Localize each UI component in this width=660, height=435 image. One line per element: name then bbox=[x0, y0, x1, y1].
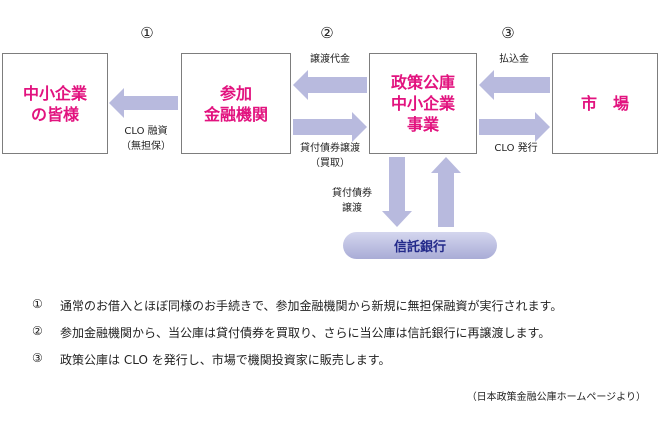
arrow-bank-to-jfc bbox=[293, 112, 367, 142]
label-payment: 払込金 bbox=[499, 54, 529, 65]
note-3-number: ③ bbox=[32, 351, 43, 365]
note-3-text: 政策公庫は CLO を発行し、市場で機関投資家に販売します。 bbox=[60, 353, 391, 367]
note-3: ③ 政策公庫は CLO を発行し、市場で機関投資家に販売します。 bbox=[32, 351, 391, 368]
trust-bank-box: 信託銀行 bbox=[343, 232, 497, 259]
sme-box: 中小企業 の皆様 bbox=[2, 53, 108, 154]
note-1: ① 通常のお借入とほぼ同様のお手続きで、参加金融機関から新規に無担保融資が実行さ… bbox=[32, 297, 562, 314]
note-2-text: 参加金融機関から、当公庫は貸付債券を買取り、さらに当公庫は信託銀行に再譲渡します… bbox=[60, 326, 551, 340]
jfc-box: 政策公庫 中小企業 事業 bbox=[369, 53, 477, 154]
arrow-jfc-to-bank bbox=[293, 70, 367, 100]
source-citation: （日本政策金融公庫ホームページより） bbox=[466, 392, 646, 403]
arrow-jfc-to-trust bbox=[382, 157, 412, 227]
note-2-number: ② bbox=[32, 324, 43, 338]
note-1-text: 通常のお借入とほぼ同様のお手続きで、参加金融機関から新規に無担保融資が実行されま… bbox=[60, 299, 563, 313]
participating-bank-box: 参加 金融機関 bbox=[181, 53, 291, 154]
step-number-2: ② bbox=[320, 24, 334, 42]
label-clo-loan: CLO 融資 （無担保） bbox=[121, 126, 171, 152]
step-number-1: ① bbox=[140, 24, 154, 42]
note-1-number: ① bbox=[32, 297, 43, 311]
market-box: 市 場 bbox=[552, 53, 658, 154]
label-loan-claim-transfer: 貸付債券譲渡 （買取） bbox=[300, 143, 360, 169]
label-loan-claim-transfer-trust: 貸付債券 譲渡 bbox=[332, 188, 372, 214]
arrow-bank-to-sme bbox=[109, 88, 178, 118]
label-transfer-price: 譲渡代金 bbox=[310, 54, 350, 65]
label-clo-issue: CLO 発行 bbox=[494, 143, 538, 154]
arrow-market-to-jfc bbox=[479, 70, 550, 100]
step-number-3: ③ bbox=[501, 24, 515, 42]
arrow-jfc-to-market bbox=[479, 112, 550, 142]
arrow-trust-to-jfc bbox=[431, 157, 461, 227]
note-2: ② 参加金融機関から、当公庫は貸付債券を買取り、さらに当公庫は信託銀行に再譲渡し… bbox=[32, 324, 550, 341]
